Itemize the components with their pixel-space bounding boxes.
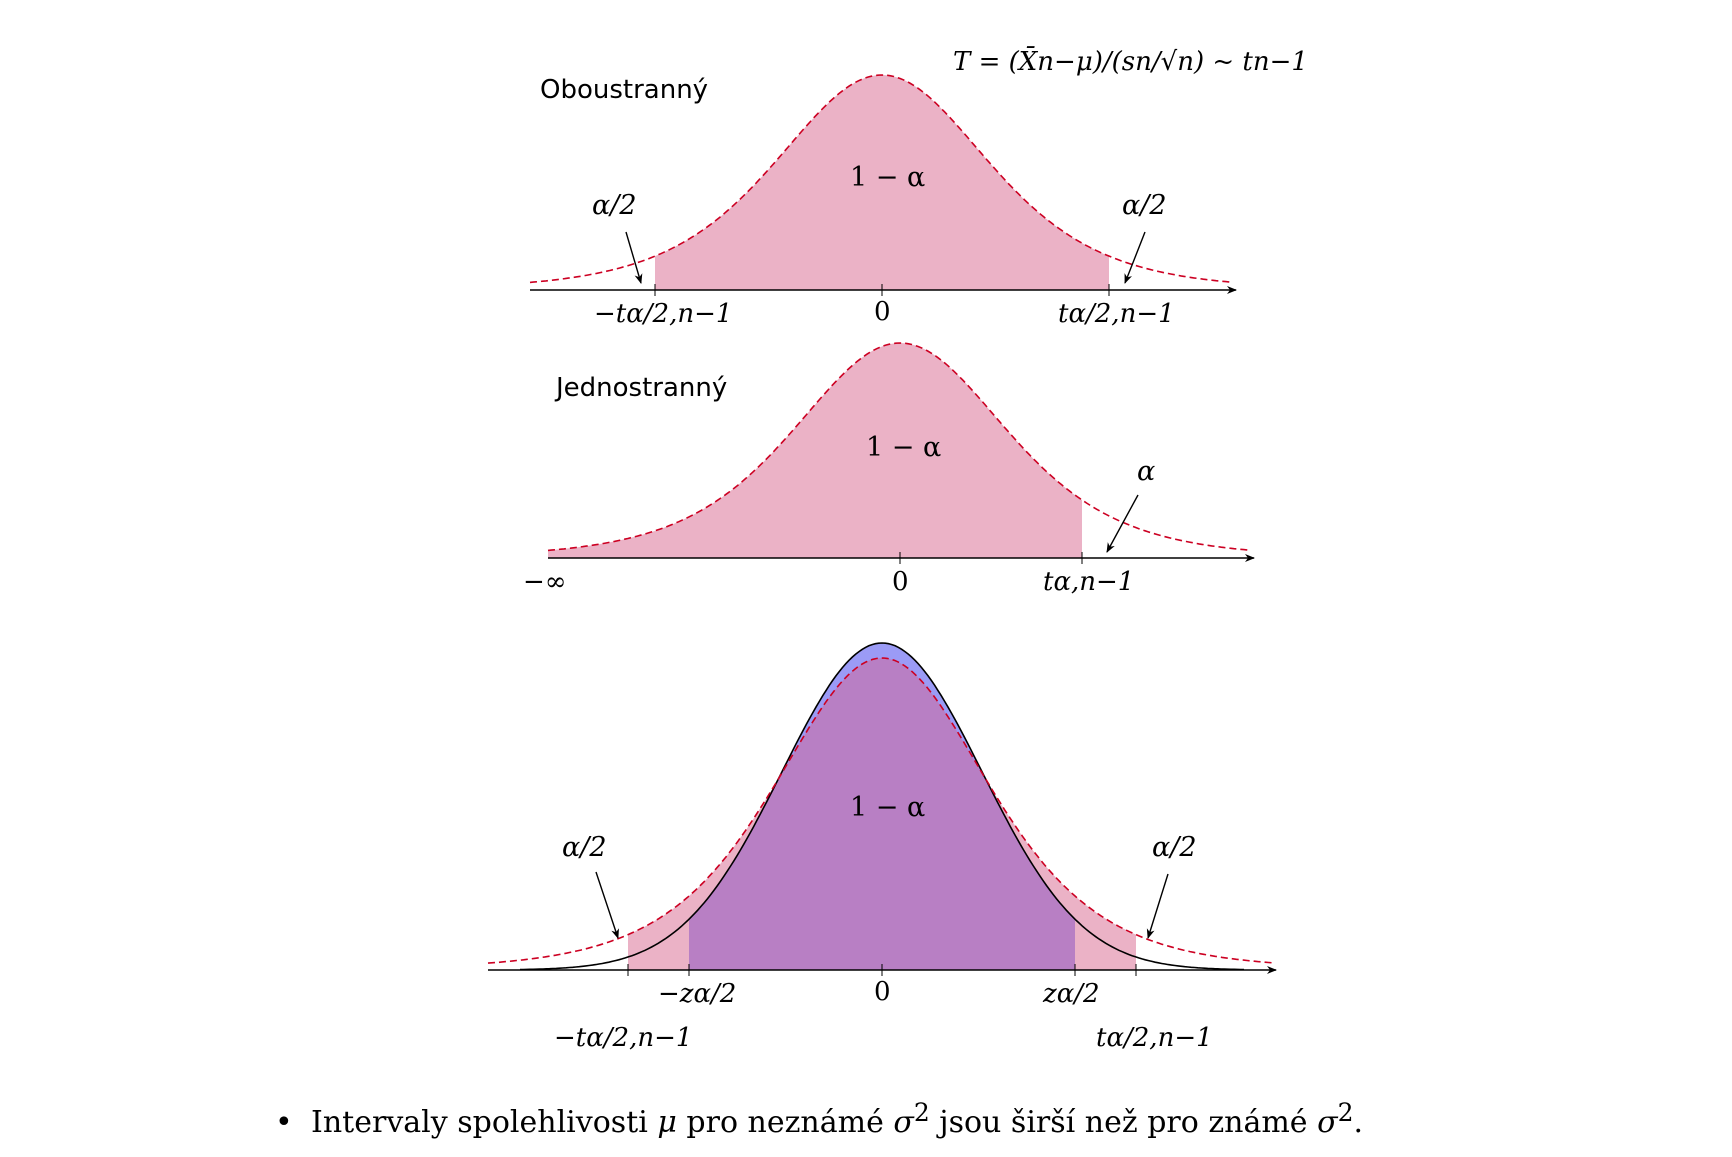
p1-tick-label-zero: 0 <box>874 297 891 327</box>
bullet-sigma-2: σ <box>1317 1105 1338 1140</box>
p2-tail-arrow <box>1106 494 1139 553</box>
p3-right-arrow <box>1146 873 1169 939</box>
p3-left-tail-label: α/2 <box>562 832 607 863</box>
bullet-sup-2: 2 <box>1337 1098 1354 1127</box>
p2-tick-label-zero: 0 <box>892 567 909 597</box>
p3-overlap-region <box>689 658 1075 970</box>
bullet-text-1: Intervaly spolehlivosti <box>311 1105 658 1140</box>
p1-title: Oboustranný <box>540 75 708 105</box>
p1-left-tail-label: α/2 <box>592 190 637 221</box>
conclusion-bullet: • Intervaly spolehlivosti μ pro neznámé σ… <box>275 1098 1363 1140</box>
p1-t-density-curve <box>529 74 1233 284</box>
p2-title: Jednostranný <box>554 373 727 403</box>
p2-t-density-curve <box>547 342 1251 552</box>
p2-central-region <box>548 343 1082 558</box>
p3-normal-density-curve <box>520 642 1244 971</box>
p1-tick-label-right: tα/2,n−1 <box>1058 299 1175 329</box>
bullet-dot: • <box>275 1105 293 1140</box>
bullet-sup-1: 2 <box>913 1098 930 1127</box>
p2-tail-label: α <box>1137 456 1155 487</box>
panel-one-sided: Jednostranný 1 − α α −∞ 0 tα,n−1 <box>523 342 1255 597</box>
panel-comparison: 1 − α α/2 α/2 −zα/2 0 zα/2 −tα/2,n−1 tα/… <box>487 642 1277 1053</box>
bullet-text-4: . <box>1353 1105 1364 1140</box>
p2-center-label: 1 − α <box>866 432 941 463</box>
p1-statistic-formula: T = (X̄n−μ)/(sn/√n) ~ tn−1 <box>953 45 1308 77</box>
p3-tick-label-t-left: −tα/2,n−1 <box>554 1023 692 1053</box>
p1-center-label: 1 − α <box>850 162 925 193</box>
p3-right-tail-label: α/2 <box>1152 832 1197 863</box>
p1-right-arrow <box>1124 231 1146 284</box>
p1-central-region <box>655 75 1109 290</box>
p3-center-label: 1 − α <box>850 792 925 823</box>
p2-tick-label-left: −∞ <box>523 567 566 597</box>
bullet-text-2: pro neznámé <box>676 1105 894 1140</box>
bullet-mu: μ <box>657 1105 677 1140</box>
bullet-text-3: jsou širší než pro známé <box>929 1105 1318 1140</box>
p3-tick-label-z-right: zα/2 <box>1042 979 1100 1009</box>
p1-right-tail-label: α/2 <box>1122 190 1167 221</box>
p3-left-arrow <box>595 871 619 939</box>
p1-left-arrow <box>625 231 643 284</box>
bullet-sigma-1: σ <box>893 1105 914 1140</box>
panel-two-sided: Oboustranný 1 − α α/2 α/2 −tα/2,n−1 0 tα… <box>529 45 1308 329</box>
p2-tick-label-right: tα,n−1 <box>1043 567 1134 597</box>
p3-tick-label-zero: 0 <box>874 977 891 1007</box>
p1-tick-label-left: −tα/2,n−1 <box>594 299 732 329</box>
p3-tick-label-z-left: −zα/2 <box>658 979 736 1009</box>
p3-tick-label-t-right: tα/2,n−1 <box>1096 1023 1213 1053</box>
